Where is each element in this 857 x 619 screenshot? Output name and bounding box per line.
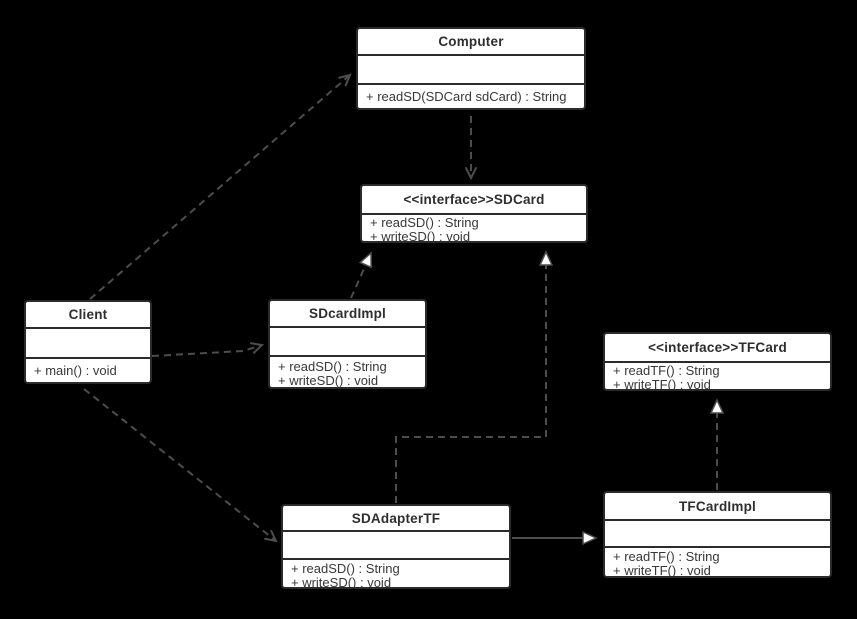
class-box-sdadaptertf: SDAdapterTF + readSD() : String + writeS… <box>281 504 511 589</box>
class-methods-tfcardimpl: + readTF() : String + writeTF() : void <box>605 546 830 576</box>
class-methods-sdcardimpl: + readSD() : String + writeSD() : void <box>270 355 425 387</box>
arrow-dependency-client-to-sdcardimpl <box>151 342 265 357</box>
class-box-sdcard-interface: <<interface>>SDCard + readSD() : String … <box>360 184 588 243</box>
class-methods-tfcard: + readTF() : String + writeTF() : void <box>605 361 830 389</box>
class-box-computer: Computer + readSD(SDCard sdCard) : Strin… <box>356 27 586 110</box>
class-methods-sdadaptertf: + readSD() : String + writeSD() : void <box>283 558 509 587</box>
method-writesd: + writeSD() : void <box>370 229 471 242</box>
class-method-main-client: + main() : void <box>26 357 150 382</box>
class-title-sdadaptertf: SDAdapterTF <box>351 510 441 526</box>
class-attributes-sdcardimpl <box>270 326 425 355</box>
method-readtf: + readTF() : String <box>613 549 720 564</box>
class-box-tfcardimpl: TFCardImpl + readTF() : String + writeTF… <box>603 491 832 578</box>
class-title-tfcard: <<interface>>TFCard <box>648 340 787 355</box>
class-title-computer: Computer <box>438 34 504 49</box>
class-attributes-sdadaptertf <box>283 530 509 558</box>
class-box-sdcardimpl: SDcardImpl + readSD() : String + writeSD… <box>268 299 427 389</box>
method-writetf: + writeTF() : void <box>613 563 711 577</box>
arrow-realization-sdcardimpl-to-sdcard <box>350 253 371 299</box>
class-box-tfcard-interface: <<interface>>TFCard + readTF() : String … <box>603 332 832 391</box>
class-methods-sdcard: + readSD() : String + writeSD() : void <box>362 213 586 241</box>
class-title-sdcardimpl: SDcardImpl <box>308 306 387 321</box>
arrow-dependency-client-to-computer <box>89 73 352 300</box>
class-title-client: Client <box>68 307 108 322</box>
class-box-client: Client + main() : void <box>24 300 152 384</box>
class-title-tfcardimpl: TFCardImpl <box>678 498 756 514</box>
class-title-sdcard: <<interface>>SDCard <box>403 192 545 207</box>
class-attributes-client <box>26 327 150 357</box>
class-attributes-computer <box>358 54 584 83</box>
method-readsd: + readSD() : String <box>370 215 479 230</box>
arrow-dependency-client-to-sdadaptertf <box>83 388 278 543</box>
class-method-readsd-computer: + readSD(SDCard sdCard) : String <box>358 83 584 108</box>
method-readsd: + readSD() : String <box>291 561 400 576</box>
method-readtf: + readTF() : String <box>613 363 720 378</box>
method-writesd: + writeSD() : void <box>291 575 392 588</box>
class-attributes-tfcardimpl <box>605 519 830 546</box>
method-readsd: + readSD() : String <box>278 359 387 374</box>
method-writesd: + writeSD() : void <box>278 373 379 388</box>
method-writetf: + writeTF() : void <box>613 377 711 390</box>
